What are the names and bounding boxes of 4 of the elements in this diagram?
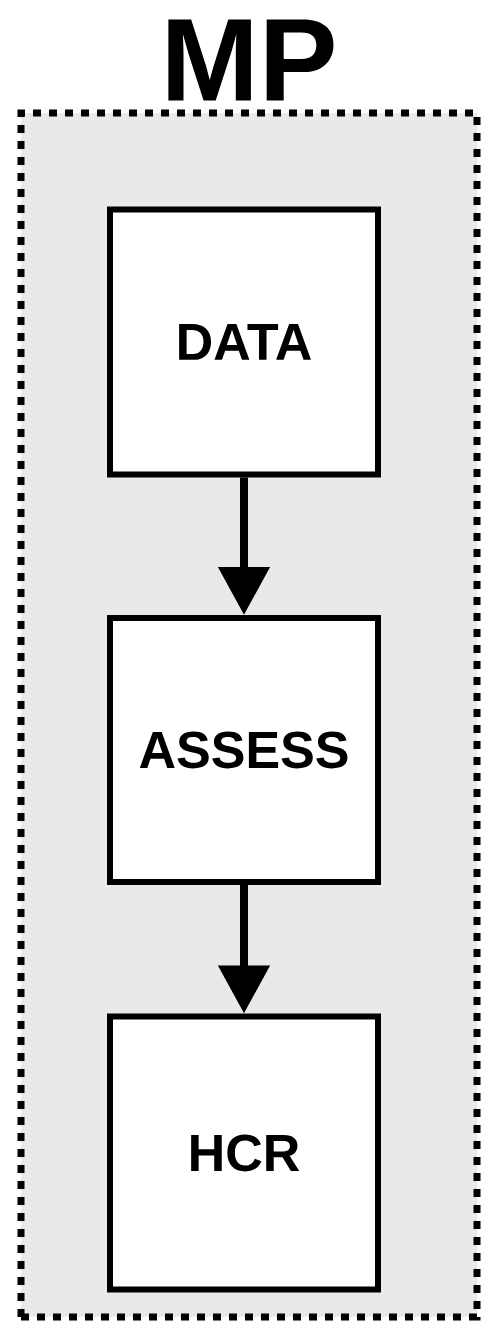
process-box: HCR <box>107 1013 381 1293</box>
process-box: DATA <box>107 206 381 478</box>
process-box: ASSESS <box>107 615 381 885</box>
title-text: MP <box>168 19 334 101</box>
